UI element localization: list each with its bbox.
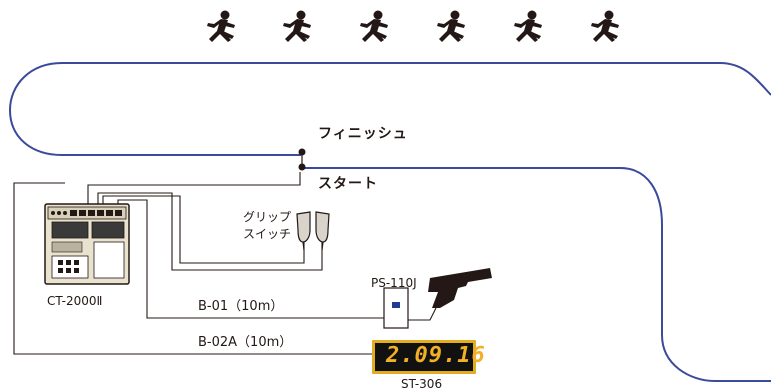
grip-switch-label: グリップ スイッチ [231,209,291,243]
receiver-indicator [392,302,400,308]
console-label: CT-2000Ⅱ [47,294,103,308]
runner-icon [283,10,311,42]
grip-switch-label-line2: スイッチ [242,227,291,241]
display-label: ST-306 [401,377,443,391]
finish-label: フィニッシュ [318,126,408,142]
grip-switch-icon [296,211,330,251]
start-pistol-icon [428,268,492,308]
cable-b01-label: B-01（10m） [198,299,284,314]
runner-icon [514,10,542,42]
runner-icon [591,10,619,42]
runner-icon [437,10,465,42]
runner-icon [360,10,388,42]
timing-console-icon [44,203,130,285]
start-pistol-label: PS-110J [371,276,417,290]
wiring [13,172,437,355]
runner-icon [207,10,235,42]
start-label: スタート [318,176,378,192]
timer-display [372,340,476,374]
cable-b02a-label: B-02A（10m） [198,335,293,350]
track-outline [8,62,771,382]
grip-switch-label-line1: グリップ [242,210,291,224]
runners-row [207,10,619,42]
timer-readout: 2.09.16 [386,343,486,368]
